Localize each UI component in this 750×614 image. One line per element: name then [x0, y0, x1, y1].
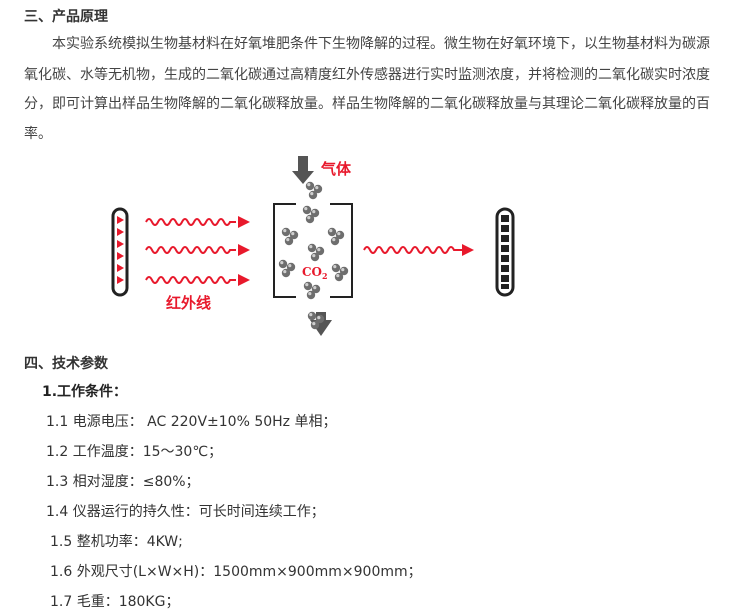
paragraph-line-3: 分，即可计算出样品生物降解的二氧化碳释放量。样品生物降解的二氧化碳释放量与其理论…	[24, 96, 710, 112]
section-heading-parameters: 四、技术参数	[24, 356, 108, 372]
param-item-dimensions: 1.6 外观尺寸(L×W×H)：1500mm×900mm×900mm；	[50, 564, 422, 580]
param-item-temperature: 1.2 工作温度：15～30℃；	[46, 444, 223, 460]
paragraph-line-4: 率。	[24, 126, 52, 142]
infrared-label: 红外线	[166, 294, 211, 312]
section-heading-principle: 三、产品原理	[24, 9, 108, 25]
infrared-emitter-icon	[111, 207, 129, 297]
paragraph-line-1: 本实验系统模拟生物基材料在好氧堆肥条件下生物降解的过程。微生物在好氧环境下，以生…	[52, 36, 710, 52]
infrared-arrowheads	[238, 216, 474, 286]
gas-label: 气体	[320, 160, 352, 178]
param-item-durability: 1.4 仪器运行的持久性：可长时间连续工作；	[46, 504, 325, 520]
param-item-power: 1.5 整机功率：4KW;	[50, 534, 183, 550]
co2-label: CO2	[302, 265, 328, 281]
infrared-co2-diagram: 气体 CO2 红外线	[111, 156, 515, 336]
param-item-humidity: 1.3 相对湿度：≤80%；	[46, 474, 200, 490]
infrared-waves-icon	[145, 218, 462, 284]
param-item-power-voltage: 1.1 电源电压： AC 220V±10% 50Hz 单相；	[46, 414, 337, 430]
subheading-working-conditions: 1.工作条件：	[42, 384, 128, 400]
param-item-weight: 1.7 毛重：180KG；	[50, 594, 180, 610]
paragraph-line-2: 氧化碳、水等无机物，生成的二氧化碳通过高精度红外传感器进行实时监测浓度，并将检测…	[24, 67, 710, 83]
gas-chamber	[273, 203, 353, 298]
infrared-detector-icon	[495, 207, 515, 297]
